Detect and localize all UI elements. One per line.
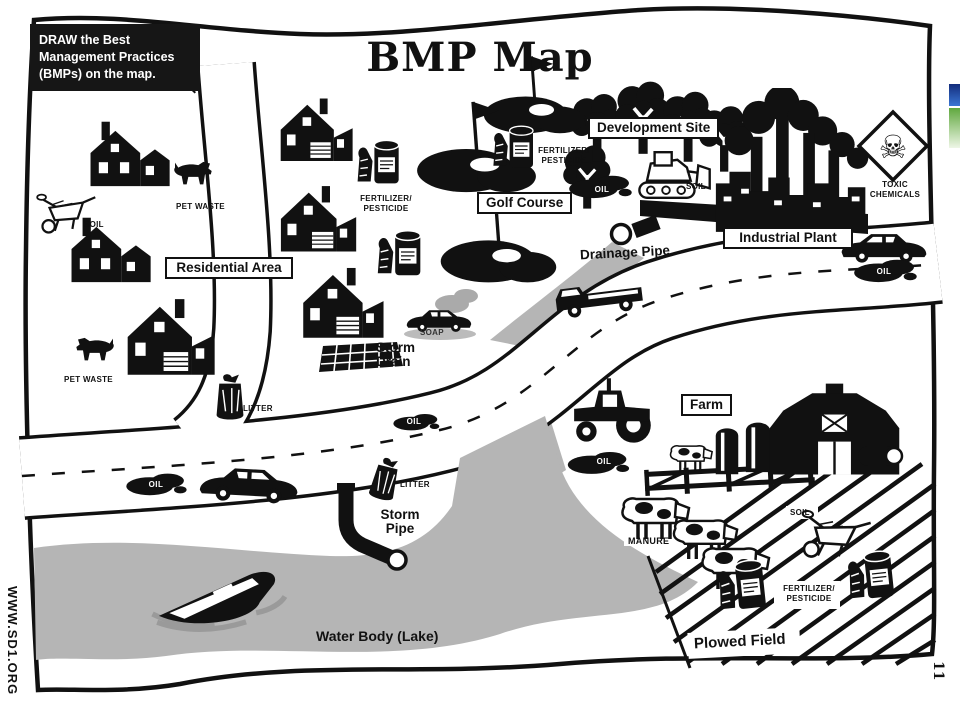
website-watermark: WWW.SD1.ORG	[5, 586, 20, 696]
page-title: BMP Map	[366, 34, 594, 81]
silo-icon	[715, 428, 739, 475]
pollutant-label-toxic-chemicals: TOXIC CHEMICALS	[869, 180, 921, 199]
page-number: 11	[930, 661, 946, 681]
pollutant-label-oil: OIL	[406, 417, 422, 426]
pollutant-label-fertilizer-pesticide: FERTILIZER/ PESTICIDE	[783, 584, 835, 603]
pollutant-label-soap: SOAP	[420, 328, 444, 337]
pollutant-label-litter: LITTER	[243, 404, 273, 413]
slide-edge-accent-blue	[949, 84, 960, 106]
skull-crossbones-icon: ☠	[879, 129, 908, 165]
pollutant-label-soil: SOIL	[790, 508, 810, 517]
area-label-residential: Residential Area	[165, 257, 293, 279]
area-label-development-site: Development Site	[588, 117, 720, 139]
pollutant-label-soil: SOIL	[84, 220, 104, 229]
pollutant-label-soil: SOIL	[686, 182, 706, 191]
pollutant-label-litter: LITTER	[400, 480, 430, 489]
road-center-dashes	[21, 262, 939, 478]
tank-icon	[858, 446, 904, 466]
pollutant-label-fertilizer-pesticide: FERTILIZER/ PESTICIDE	[360, 194, 412, 213]
pollutant-label-oil: OIL	[596, 457, 612, 466]
instruction-box: DRAW the Best Management Practices (BMPs…	[30, 24, 200, 91]
feature-label-storm-drain: Storm Drain	[376, 340, 416, 370]
pollutant-label-oil: OIL	[876, 267, 892, 276]
pollutant-label-oil: OIL	[148, 480, 164, 489]
slide-edge-accent-green	[949, 108, 960, 148]
feature-label-storm-pipe: Storm Pipe	[380, 507, 420, 537]
feature-label-water-body: Water Body (Lake)	[316, 628, 439, 644]
area-label-farm: Farm	[681, 394, 733, 416]
pollutant-label-fertilizer-pesticide: FERTILIZER/ PESTICIDE	[538, 146, 590, 165]
storm-pipe-icon	[337, 483, 408, 571]
pollutant-label-pet-waste: PET WASTE	[64, 375, 113, 384]
silo-icon	[745, 422, 771, 473]
toxic-chemicals-sign: ☠	[856, 109, 930, 183]
area-label-industrial-plant: Industrial Plant	[723, 227, 853, 249]
pollutant-label-pet-waste: PET WASTE	[176, 202, 225, 211]
pollutant-label-manure: MANURE	[628, 536, 670, 546]
drainage-pipe-icon	[609, 214, 661, 246]
area-label-golf-course: Golf Course	[477, 192, 573, 214]
plowed-field-furrows	[646, 458, 937, 669]
soap-suds-icon	[454, 289, 478, 303]
pollutant-label-oil: OIL	[594, 185, 610, 194]
